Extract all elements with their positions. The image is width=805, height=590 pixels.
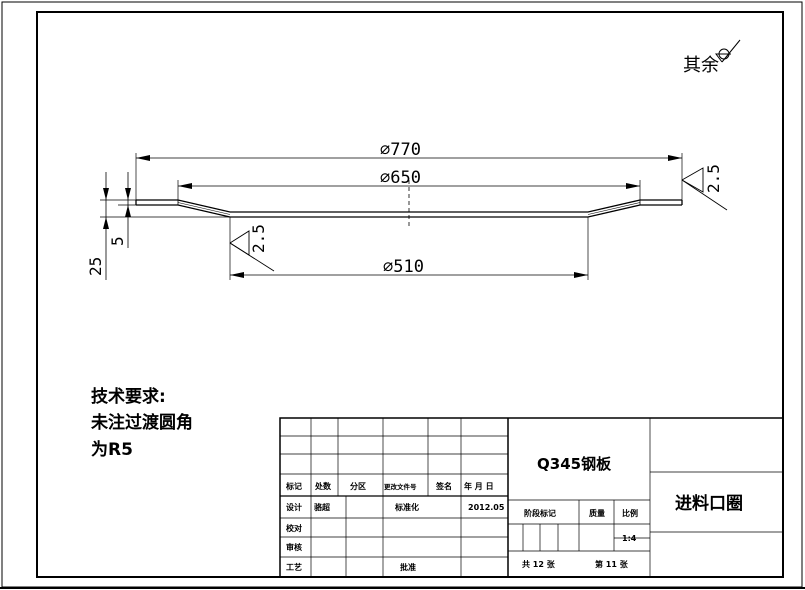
tb-header-signature: 签名 bbox=[435, 481, 452, 491]
roughness-symbol-left bbox=[229, 230, 275, 272]
title-block bbox=[279, 417, 784, 578]
drawing-frame bbox=[36, 11, 784, 578]
dim-middle-diameter: ⌀650 bbox=[380, 168, 421, 188]
tb-scale-label: 比例 bbox=[622, 508, 638, 518]
tb-standardization-label: 标准化 bbox=[394, 502, 419, 512]
tb-design-date: 2012.05 bbox=[468, 503, 505, 512]
dimension-lines bbox=[103, 155, 682, 280]
dim-outer-diameter: ⌀770 bbox=[380, 140, 421, 160]
tb-header-change-doc: 更改文件号 bbox=[384, 482, 417, 491]
tb-weight-label: 质量 bbox=[589, 508, 605, 518]
dim-inner-diameter: ⌀510 bbox=[383, 257, 424, 277]
tb-review-label: 审核 bbox=[286, 542, 302, 552]
tb-header-zone: 分区 bbox=[350, 481, 366, 491]
tb-material: Q345钢板 bbox=[537, 455, 612, 473]
dim-height-flange: 5 bbox=[108, 236, 127, 246]
tech-requirements-line1: 未注过渡圆角 bbox=[90, 412, 193, 433]
tb-header-count: 处数 bbox=[314, 481, 332, 491]
roughness-value-left: 2.5 bbox=[249, 224, 268, 253]
roughness-note-label: 其余 bbox=[683, 55, 719, 76]
tb-sheets-total: 共 12 张 bbox=[522, 559, 556, 569]
tb-approve-label: 批准 bbox=[400, 562, 416, 572]
roughness-check-icon bbox=[715, 39, 741, 63]
tb-part-name: 进料口圈 bbox=[675, 493, 743, 514]
dim-height-total: 25 bbox=[86, 257, 105, 276]
tech-requirements-line2: 为R5 bbox=[91, 439, 133, 460]
tb-header-date: 年 月 日 bbox=[464, 481, 494, 491]
tb-check-label: 校对 bbox=[286, 523, 302, 533]
roughness-symbol-right bbox=[681, 167, 728, 211]
tb-sheet-number: 第 11 张 bbox=[595, 559, 629, 569]
tb-stage-mark-label: 阶段标记 bbox=[524, 508, 556, 518]
tb-design-label: 设计 bbox=[286, 502, 302, 512]
tb-process-label: 工艺 bbox=[286, 562, 302, 572]
tech-requirements-title: 技术要求: bbox=[91, 386, 166, 407]
roughness-value-right: 2.5 bbox=[704, 164, 723, 193]
tb-scale-value: 1:4 bbox=[622, 534, 637, 543]
tb-header-mark: 标记 bbox=[285, 481, 302, 491]
tb-designer: 骆超 bbox=[314, 502, 331, 512]
